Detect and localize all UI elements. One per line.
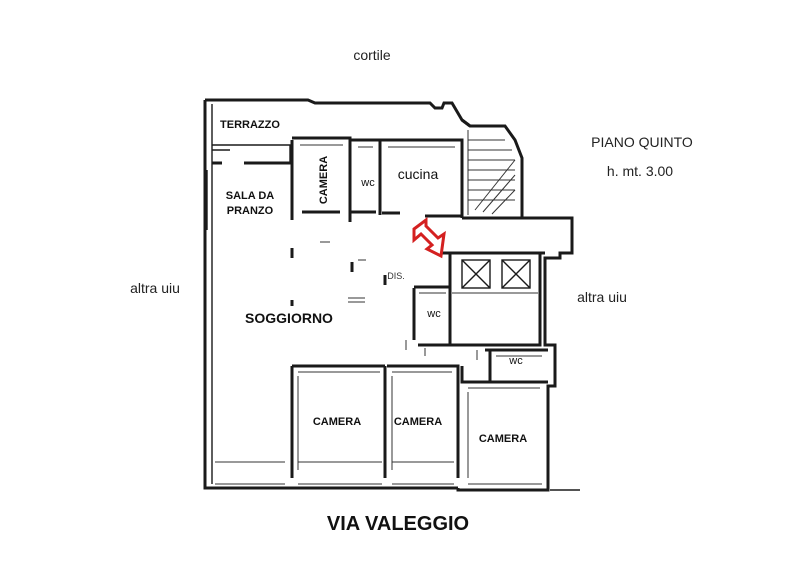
bottom-bedrooms-walls [215, 364, 542, 485]
bedroom-top-label: CAMERA [318, 156, 330, 204]
staircase-icon [461, 118, 524, 220]
ceiling-height-label: h. mt. 3.00 [607, 163, 673, 179]
courtyard-label: cortile [353, 47, 391, 63]
street-label: VIA VALEGGIO [327, 513, 469, 535]
right-neighbor-label: altra uiu [577, 289, 627, 305]
kitchen-walls [380, 138, 464, 218]
terrace-walls [212, 144, 291, 162]
left-neighbor-label: altra uiu [130, 280, 180, 296]
floor-title: PIANO QUINTO [591, 134, 693, 150]
wc-right-label: wc [508, 355, 523, 367]
wc-middle-label: wc [426, 308, 441, 320]
door-markers [320, 241, 478, 360]
kitchen-label: cucina [398, 166, 439, 182]
wc-middle-walls [412, 285, 450, 347]
dining-room-label-line2: PRANZO [227, 205, 274, 217]
entrance-arrow-icon [412, 217, 446, 259]
living-room-label: SOGGIORNO [245, 310, 333, 326]
elevator-shaft-icon [448, 253, 542, 347]
outer-walls [203, 98, 580, 492]
dining-room-label-line1: SALA DA [226, 190, 275, 202]
bedroom-bottom-2-label: CAMERA [394, 416, 442, 428]
hallway-walls [290, 248, 387, 306]
wc-top-label: wc [360, 177, 375, 189]
bedroom-bottom-3-label: CAMERA [479, 433, 527, 445]
bedroom-bottom-1-label: CAMERA [313, 416, 361, 428]
hallway-label: DIS. [387, 271, 405, 281]
bedroom-top-walls [290, 136, 352, 222]
terrace-label: TERRAZZO [220, 119, 280, 131]
